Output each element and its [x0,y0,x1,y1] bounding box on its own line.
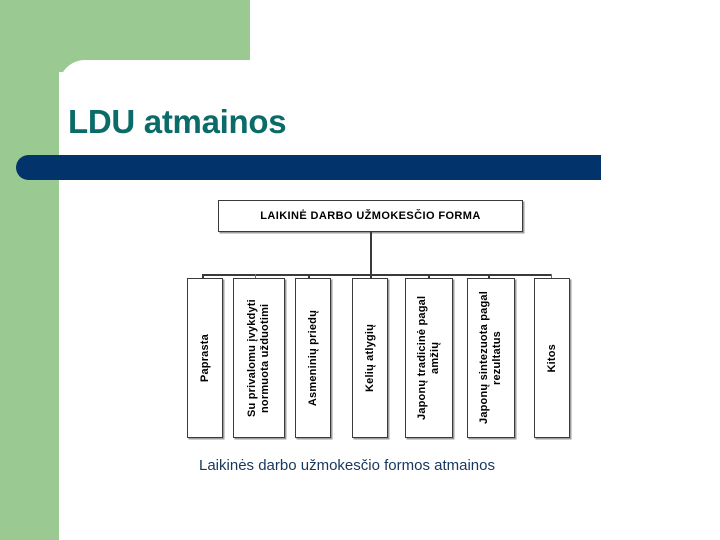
chart-leaf-label-3: Asmeninių priedų [306,309,319,407]
chart-leaf-node-4: Kelių atlygių [352,278,388,438]
chart-leaf-node-2: Su privalomu įvykdyti normuota užduotimi [233,278,285,438]
title-underline-bar [16,155,601,180]
chart-leaf-label-7: Kitos [545,343,558,373]
chart-leaf-label-2: Su privalomu įvykdyti normuota užduotimi [246,299,271,417]
org-chart-figure: LAIKINĖ DARBO UŽMOKESČIO FORMA Paprasta … [180,196,580,446]
chart-leaf-node-5: Japonų tradicinė pagal amžių [405,278,453,438]
chart-leaf-node-1: Paprasta [187,278,223,438]
chart-leaf-node-7: Kitos [534,278,570,438]
chart-leaf-label-5: Japonų tradicinė pagal amžių [416,295,441,421]
chart-leaf-label-1: Paprasta [198,333,211,383]
white-content-panel [59,60,720,540]
connector-distribution-bar [202,274,552,276]
chart-leaf-node-6: Japonų sintezuota pagal rezultatus [467,278,515,438]
page-title: LDU atmainos [68,103,287,140]
figure-caption: Laikinės darbo užmokesčio formos atmaino… [199,457,495,474]
connector-root-trunk [370,232,372,275]
chart-leaf-node-3: Asmeninių priedų [295,278,331,438]
chart-leaf-label-6: Japonų sintezuota pagal rezultatus [478,291,503,425]
green-side-strip [0,0,59,540]
chart-root-label: LAIKINĖ DARBO UŽMOKESČIO FORMA [260,210,481,222]
chart-leaf-label-4: Kelių atlygių [363,324,376,392]
chart-root-node: LAIKINĖ DARBO UŽMOKESČIO FORMA [218,200,523,232]
